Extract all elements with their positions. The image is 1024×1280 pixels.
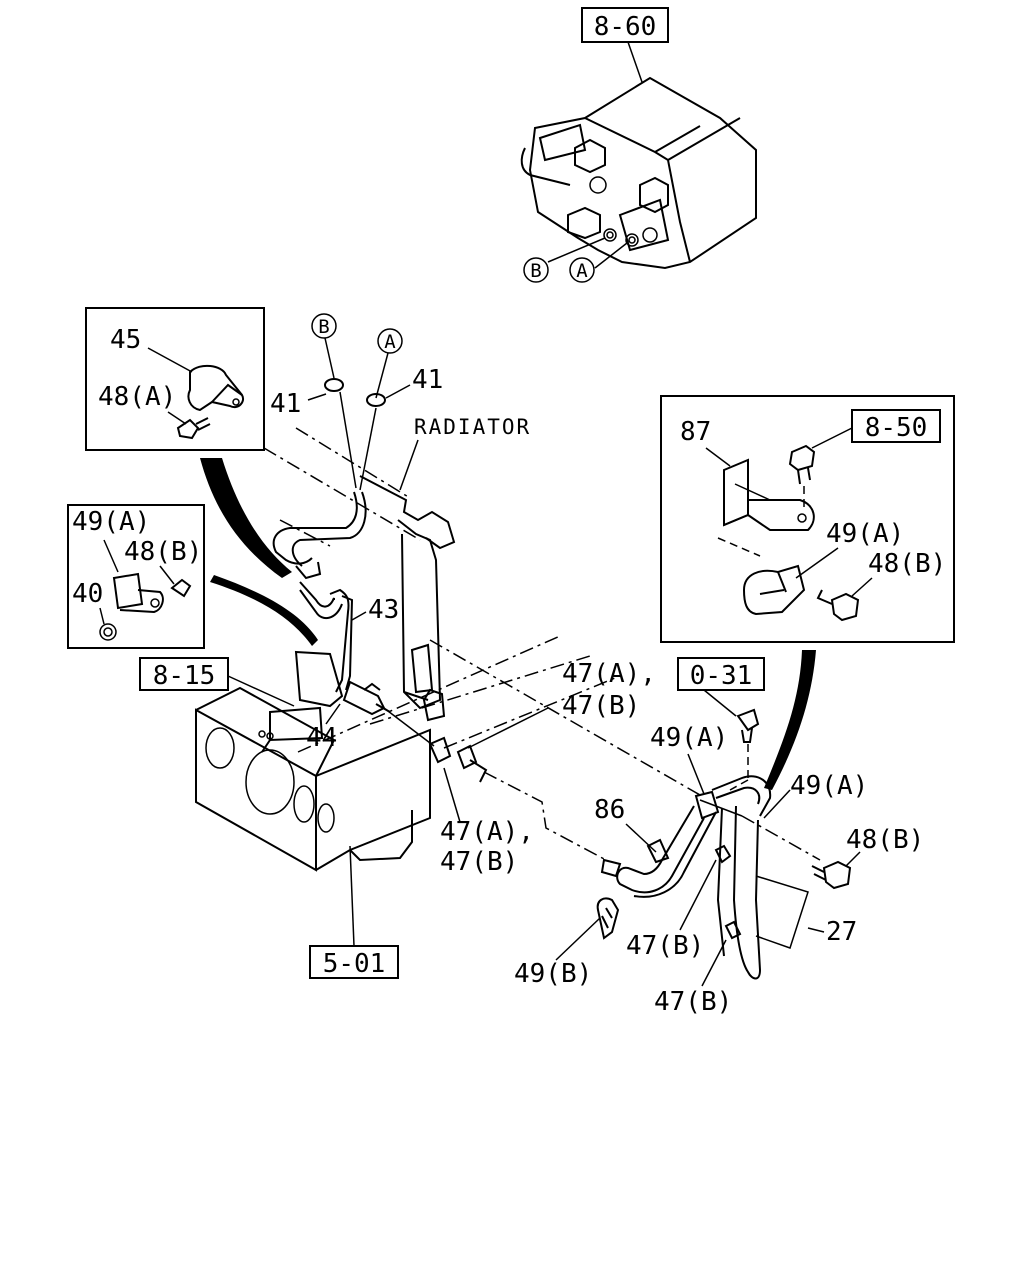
lead-wedge-2: [210, 575, 318, 646]
svg-text:48(B): 48(B): [846, 825, 924, 855]
svg-text:48(A): 48(A): [98, 382, 176, 412]
svg-text:8-50: 8-50: [865, 413, 928, 443]
ref-box-0-31[interactable]: [677, 657, 765, 691]
hose-clamps-41: B A 41 41: [270, 313, 443, 491]
ref-label-8-60: 8-60: [594, 12, 657, 42]
lead-wedge-1: [200, 458, 292, 578]
svg-text:45: 45: [110, 325, 141, 355]
inset-clamp-49a: 49(A) 48(B) 40: [67, 504, 205, 649]
ref-box-8-60[interactable]: [581, 7, 669, 43]
svg-text:87: 87: [680, 417, 711, 447]
svg-text:B: B: [530, 260, 541, 282]
svg-text:47(B): 47(B): [626, 931, 704, 961]
hose-clamps-47-center: 47(A), 47(B) 47(A), 47(B): [428, 659, 656, 877]
svg-text:0-31: 0-31: [690, 661, 753, 691]
circle-a-top: [569, 257, 595, 283]
ref-box-8-50[interactable]: [851, 409, 941, 443]
svg-text:49(A): 49(A): [790, 771, 868, 801]
svg-text:8-15: 8-15: [153, 661, 216, 691]
svg-text:5-01: 5-01: [323, 949, 386, 979]
svg-text:49(A): 49(A): [650, 723, 728, 753]
hose-assembly-drawing: 0-31 49(A) 49(A) 86 48(B) 47(B) 47(B): [514, 657, 924, 1017]
svg-text:86: 86: [594, 795, 625, 825]
svg-text:49(A): 49(A): [72, 507, 150, 537]
circle-b-top: [523, 257, 549, 283]
svg-text:47(B): 47(B): [440, 847, 518, 877]
svg-text:47(A),: 47(A),: [562, 659, 656, 689]
svg-text:47(B): 47(B): [562, 691, 640, 721]
svg-text:41: 41: [412, 365, 443, 395]
svg-text:27: 27: [826, 917, 857, 947]
heater-unit-drawing: 8-60 B A: [520, 7, 757, 283]
svg-text:A: A: [384, 331, 396, 353]
svg-text:47(B): 47(B): [654, 987, 732, 1017]
svg-text:43: 43: [368, 595, 399, 625]
svg-text:41: 41: [270, 389, 301, 419]
svg-text:49(A): 49(A): [826, 519, 904, 549]
heater-core-drawing: 8-15 43 44 5-01: [139, 491, 621, 979]
inset-bracket-45: 45 48(A): [85, 307, 265, 451]
svg-text:A: A: [576, 260, 588, 282]
svg-text:40: 40: [72, 579, 103, 609]
circle-b-mid: [311, 313, 337, 339]
inset-bracket-87: 87 8-50 49(A) 48(B): [660, 395, 955, 643]
circle-a-mid: [377, 328, 403, 354]
svg-text:49(B): 49(B): [514, 959, 592, 989]
svg-text:48(B): 48(B): [868, 549, 946, 579]
ref-box-8-15[interactable]: [139, 657, 229, 691]
radiator-drawing: RADIATOR: [263, 415, 701, 796]
svg-text:RADIATOR: RADIATOR: [414, 415, 531, 439]
svg-text:B: B: [318, 316, 329, 338]
svg-text:48(B): 48(B): [124, 537, 202, 567]
svg-text:47(A),: 47(A),: [440, 817, 534, 847]
ref-box-5-01[interactable]: [309, 945, 399, 979]
lead-wedge-3: [764, 650, 816, 790]
